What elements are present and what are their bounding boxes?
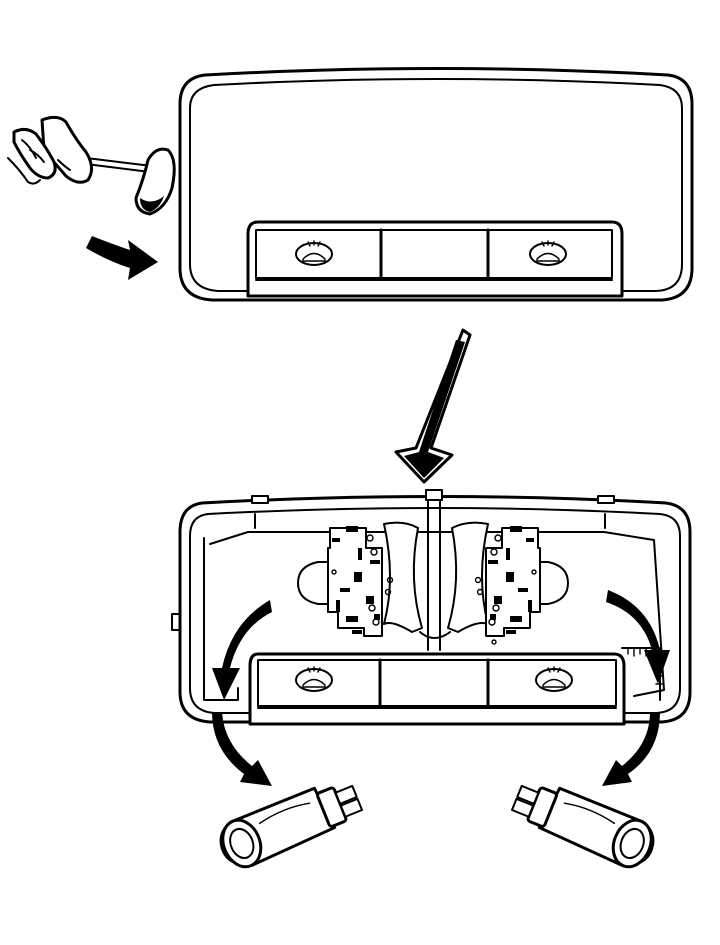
lens-panel-top [246,220,624,298]
removal-arrow-icon [212,600,272,700]
lamp-symbol-icon [529,240,567,266]
removal-arrow-icon [212,712,272,786]
lamp-symbol-icon [295,240,333,266]
hand-with-screwdriver [7,115,176,216]
reflector [383,499,489,651]
right-bulb-socket [474,526,569,645]
step-transition-arrow [394,328,472,484]
lamp-symbol-icon [535,666,573,692]
left-bulb-socket [297,526,394,637]
bulb-icon [510,784,655,869]
lens-panel-bottom [248,652,626,726]
hand-icon [7,115,93,185]
closed-lamp-housing [178,67,694,302]
removal-arrow-icon [606,590,670,684]
opened-lamp-housing [171,489,692,726]
lamp-symbol-icon [295,666,333,692]
removal-arrow-icon [602,712,660,786]
bulb-icon [219,784,364,869]
pry-direction-arrow [86,236,158,280]
